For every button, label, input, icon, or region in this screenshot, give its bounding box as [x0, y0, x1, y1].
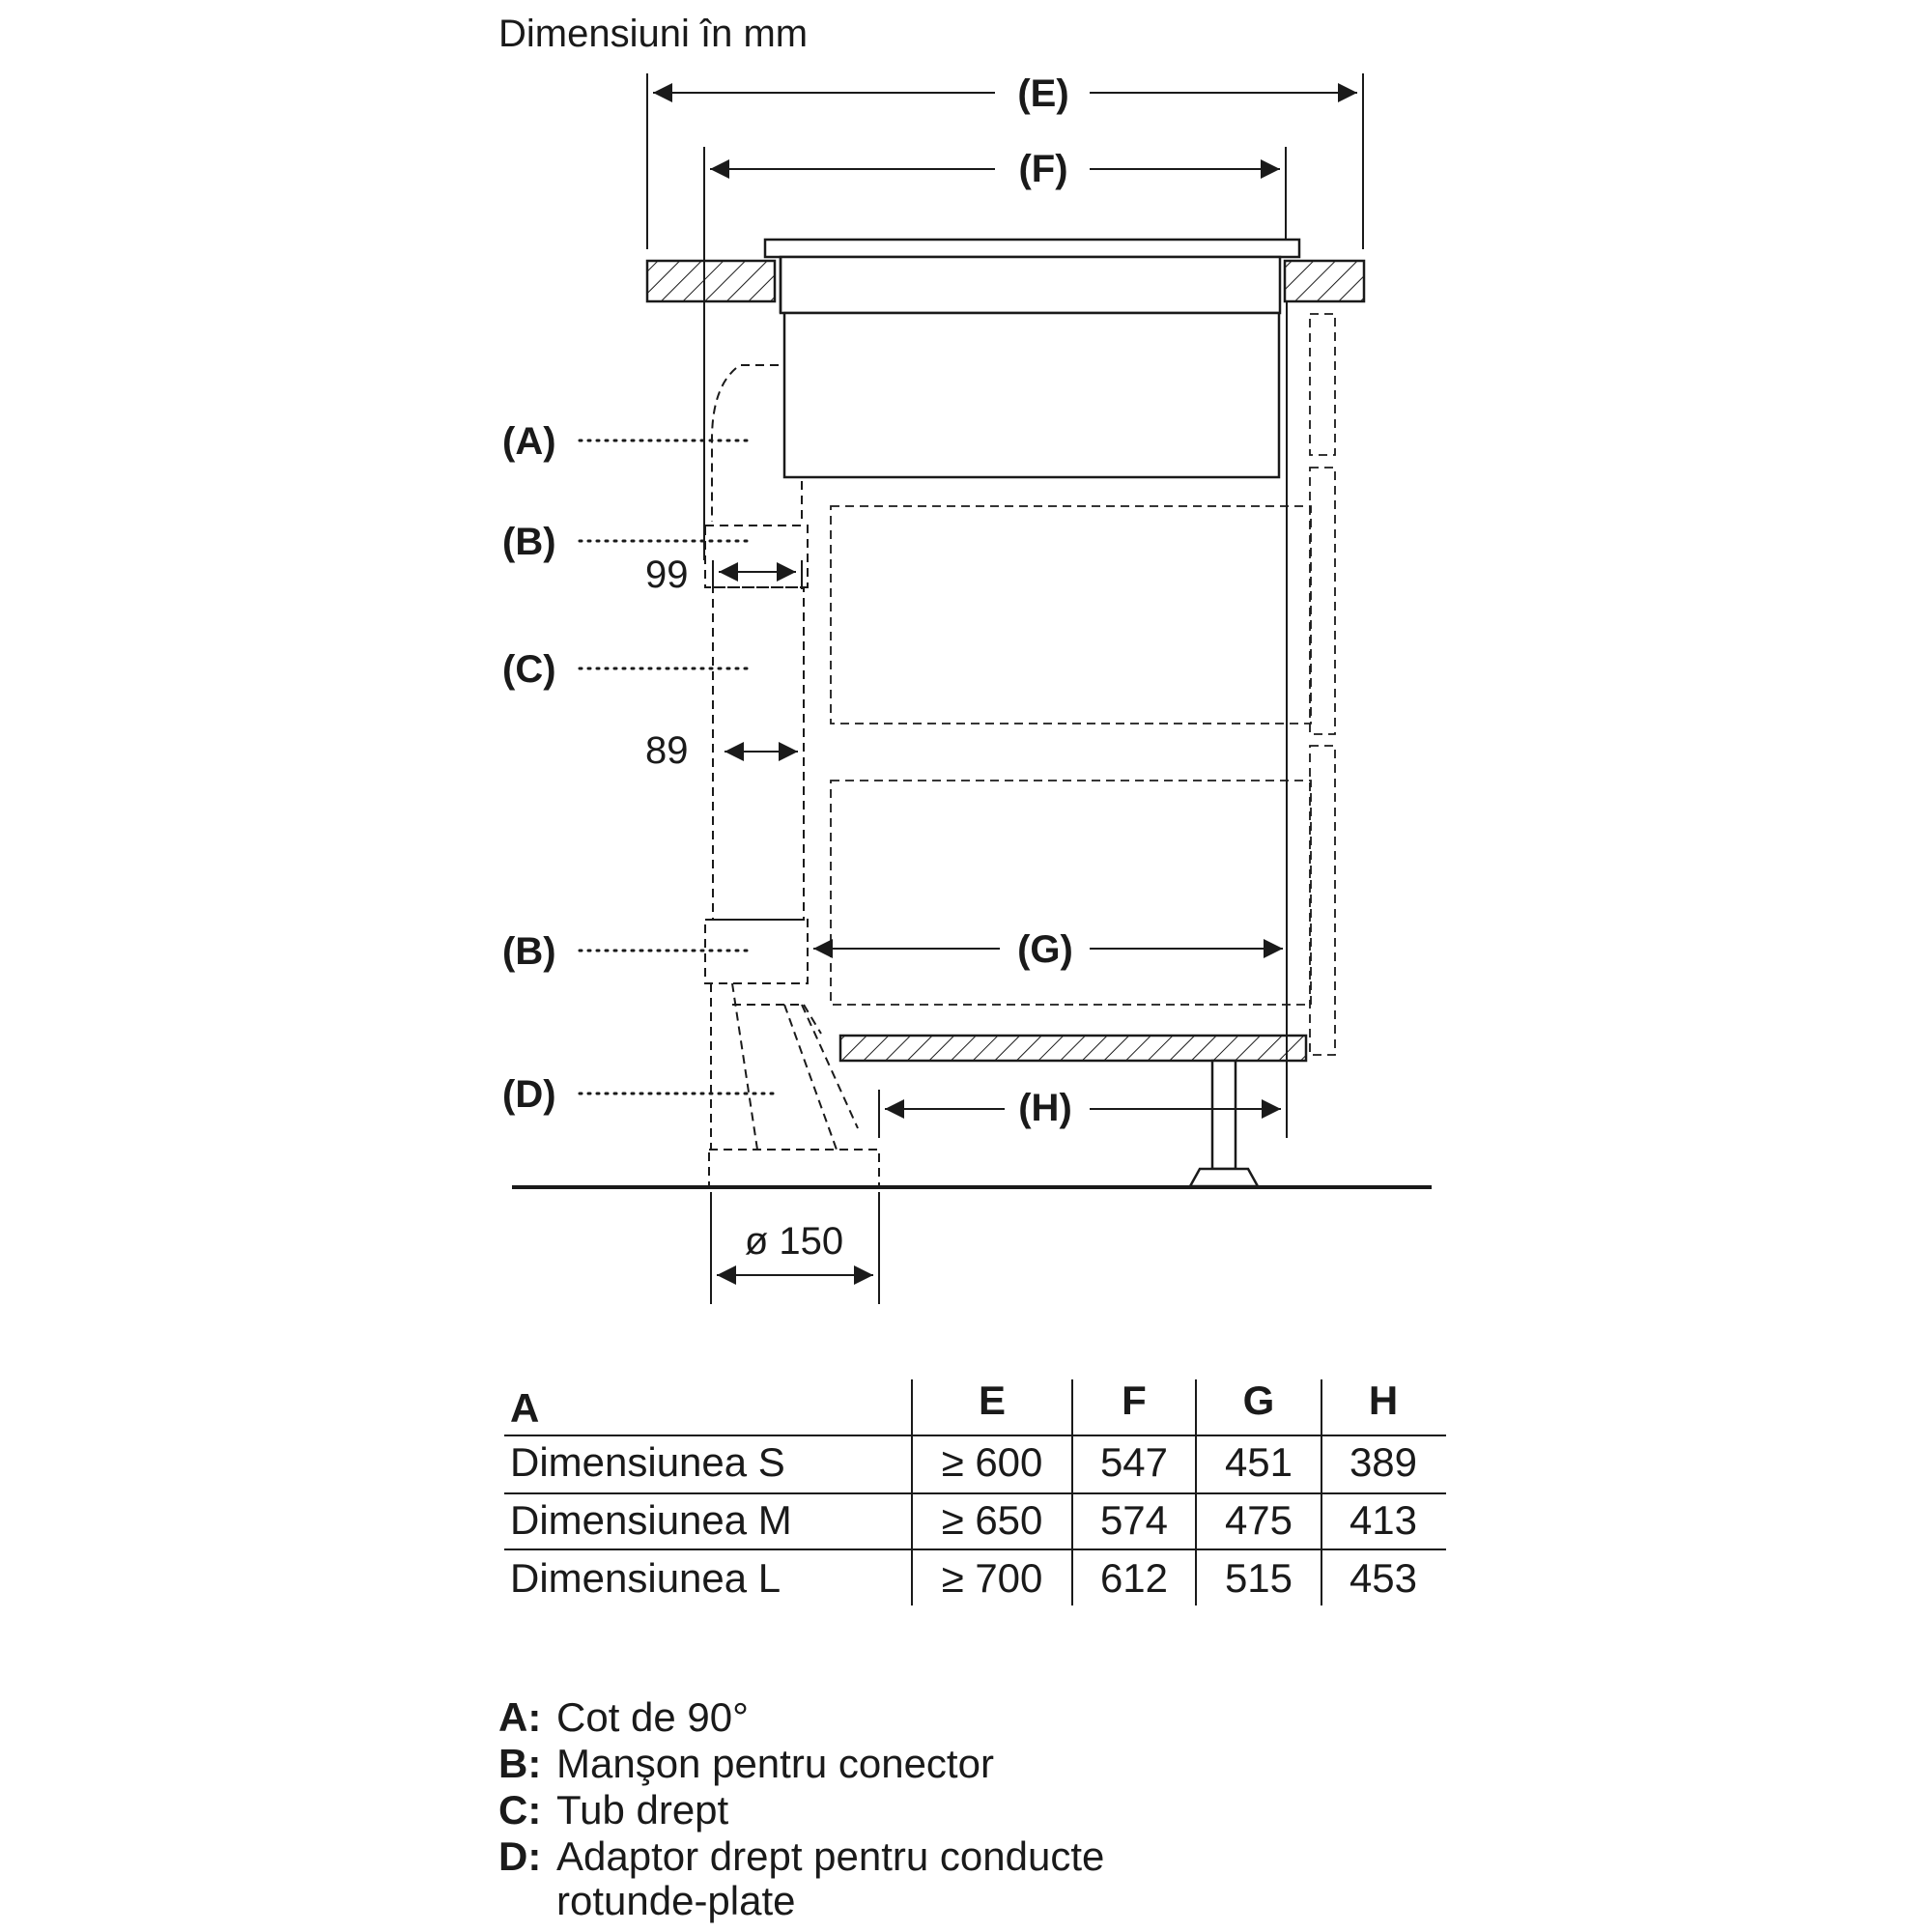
callout-a: (A): [502, 420, 556, 463]
dimension-99: [712, 560, 803, 589]
table-row-m-h: 413: [1350, 1497, 1417, 1543]
dimension-89-label: 89: [645, 729, 689, 772]
duct-system: [704, 364, 880, 1189]
callout-b-bottom: (B): [502, 930, 556, 973]
legend-key-b: B:: [498, 1741, 541, 1786]
cabinet-foot: [1187, 1059, 1261, 1188]
table-row-m-g: 475: [1225, 1497, 1293, 1543]
table-row-s-g: 451: [1225, 1439, 1293, 1485]
callout-d: (D): [502, 1073, 556, 1116]
dimension-diameter: [710, 1192, 880, 1304]
dimension-e-label: (E): [1017, 72, 1068, 115]
table-row-s-f: 547: [1100, 1439, 1168, 1485]
worktop-right: [1283, 259, 1366, 303]
table-header-a: A: [510, 1385, 539, 1431]
dimension-f: [703, 147, 1287, 560]
drawer-outlines: [830, 505, 1312, 1006]
legend-text-a: Cot de 90°: [556, 1694, 749, 1740]
legend-key-a: A:: [498, 1694, 541, 1740]
legend-text-d: Adaptor drept pentru conducte: [556, 1833, 1104, 1879]
legend-text-c: Tub drept: [556, 1787, 729, 1833]
legend-key-c: C:: [498, 1787, 541, 1833]
table-header-h: H: [1369, 1378, 1398, 1423]
dimension-f-label: (F): [1018, 148, 1067, 190]
dimensions-table: A E F G H Dimensiunea S ≥ 600 547 451 38…: [504, 1378, 1446, 1605]
table-row-s-name: Dimensiunea S: [510, 1439, 785, 1485]
diagram-title: Dimensiuni în mm: [498, 13, 808, 55]
table-row-s-h: 389: [1350, 1439, 1417, 1485]
callout-b-top: (B): [502, 521, 556, 563]
side-panels: [1309, 313, 1336, 1056]
table-row-m-f: 574: [1100, 1497, 1168, 1543]
plinth-board: [838, 1034, 1308, 1063]
dimension-h: [878, 1090, 1288, 1138]
dimension-e: [646, 73, 1364, 249]
dimension-g-label: (G): [1017, 928, 1073, 971]
dimension-h-label: (H): [1018, 1087, 1072, 1129]
table-row-s-e: ≥ 600: [942, 1439, 1043, 1485]
dimension-99-label: 99: [645, 554, 689, 596]
legend-key-d: D:: [498, 1833, 541, 1879]
table-row-l-h: 453: [1350, 1555, 1417, 1601]
table-row-l-name: Dimensiunea L: [510, 1555, 781, 1601]
table-row-l-f: 612: [1100, 1555, 1168, 1601]
table-header-g: G: [1243, 1378, 1275, 1423]
cooktop-unit: [763, 238, 1301, 479]
table-row-l-e: ≥ 700: [942, 1555, 1043, 1601]
dimension-diameter-label: ø 150: [745, 1220, 843, 1263]
table-row-m-e: ≥ 650: [942, 1497, 1043, 1543]
legend-text-b: Manşon pentru conector: [556, 1741, 994, 1786]
table-row-m-name: Dimensiunea M: [510, 1497, 792, 1543]
worktop-left: [645, 259, 777, 303]
legend: A: Cot de 90° B: Manşon pentru conector …: [498, 1694, 1104, 1923]
table-header-f: F: [1122, 1378, 1147, 1423]
table-row-l-g: 515: [1225, 1555, 1293, 1601]
legend-text-d-continued: rotunde-plate: [556, 1878, 796, 1923]
callout-c: (C): [502, 648, 556, 691]
table-header-e: E: [979, 1378, 1006, 1423]
callout-leaders: [578, 439, 777, 1095]
